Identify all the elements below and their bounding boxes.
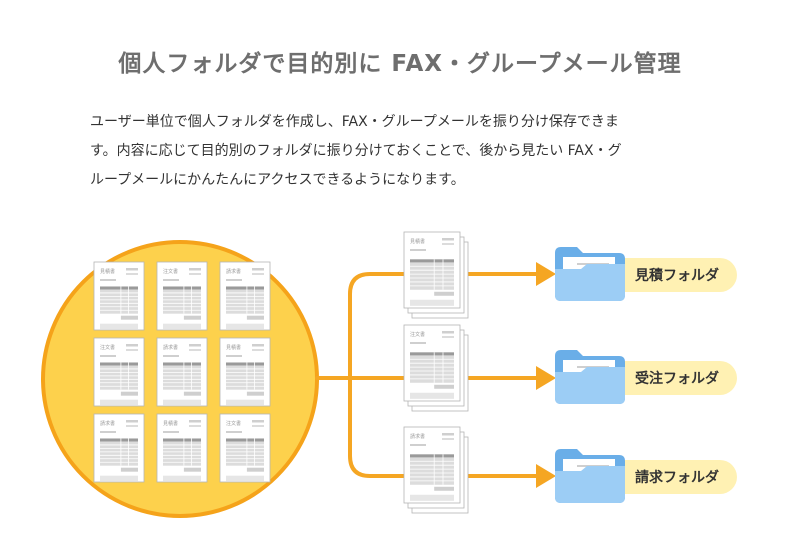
description: ユーザー単位で個人フォルダを作成し、FAX・グループメールを振り分け保存できま … (90, 108, 720, 195)
pool-documents: 見積書注文書請求書注文書請求書見積書請求書見積書注文書 (93, 261, 271, 483)
document-title: 見積書 (226, 344, 241, 351)
pool-document: 注文書 (156, 261, 208, 331)
folder-label: 受注フォルダ (635, 370, 719, 387)
document-title: 注文書 (410, 331, 425, 338)
stack-top-document: 請求書 (403, 426, 461, 504)
pool-document: 見積書 (156, 413, 208, 483)
document-stack: 請求書 (403, 426, 469, 514)
document-title: 注文書 (226, 420, 241, 427)
arrowhead-middle (536, 366, 556, 390)
description-line: ループメールにかんたんにアクセスできるようになります。 (90, 172, 465, 188)
arrowhead-top (536, 262, 556, 286)
folder-label-pill (605, 361, 737, 395)
pool-document: 請求書 (93, 413, 145, 483)
folder-label-pill (605, 460, 737, 494)
folder-label: 請求フォルダ (635, 469, 719, 486)
folder-item: 請求フォルダ (555, 449, 737, 503)
pool-document: 注文書 (93, 337, 145, 407)
stack-top-document: 注文書 (403, 324, 461, 402)
pool-document: 請求書 (219, 261, 271, 331)
folder-item: 見積フォルダ (555, 247, 737, 301)
description-line: す。内容に応じて目的別のフォルダに振り分けておくことで、後から見たい FAX・グ (90, 143, 622, 159)
connector-branch-bottom (348, 376, 542, 478)
pool-document: 注文書 (219, 413, 271, 483)
connector-branch-top (348, 272, 542, 380)
document-title: 注文書 (163, 268, 178, 275)
pool-document: 請求書 (156, 337, 208, 407)
pool-document: 見積書 (219, 337, 271, 407)
document-stack: 注文書 (403, 324, 469, 412)
document-title: 見積書 (410, 238, 425, 245)
document-title: 請求書 (226, 268, 241, 275)
document-title: 請求書 (410, 433, 425, 440)
document-stack: 見積書 (403, 231, 469, 319)
pool-document: 見積書 (93, 261, 145, 331)
stack-top-document: 見積書 (403, 231, 461, 309)
arrowheads (536, 262, 556, 488)
page-title: 個人フォルダで目的別に FAX・グループメール管理 (118, 51, 682, 77)
folder-icon (555, 350, 625, 404)
folder-label: 見積フォルダ (634, 267, 719, 284)
arrowhead-bottom (536, 464, 556, 488)
document-title: 見積書 (100, 268, 115, 275)
folder-icon (555, 449, 625, 503)
document-title: 見積書 (163, 420, 178, 427)
document-title: 請求書 (163, 344, 178, 351)
document-title: 注文書 (100, 344, 115, 351)
folder-item: 受注フォルダ (555, 350, 737, 404)
document-title: 請求書 (100, 420, 115, 427)
folder-label-pill (605, 258, 737, 292)
folder-icon (555, 247, 625, 301)
description-line: ユーザー単位で個人フォルダを作成し、FAX・グループメールを振り分け保存できま (90, 114, 619, 130)
